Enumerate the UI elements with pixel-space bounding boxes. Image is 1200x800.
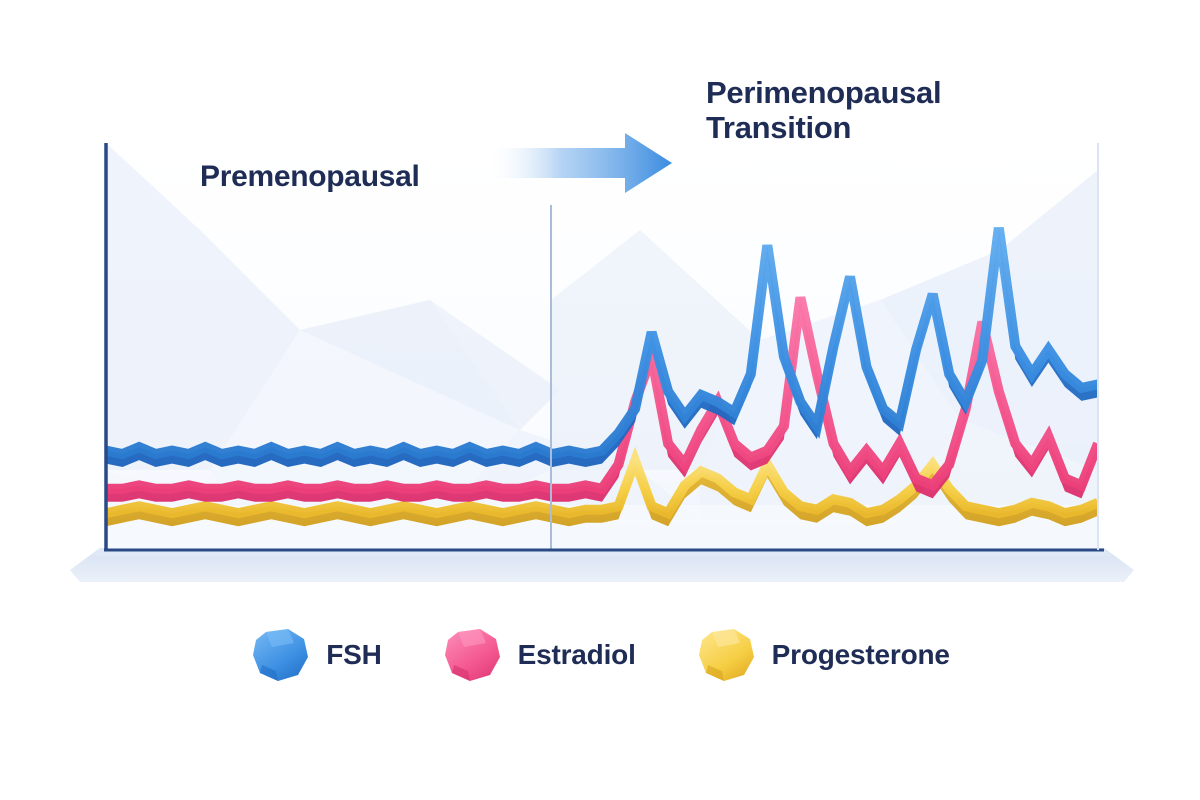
gem-icon: [698, 629, 754, 681]
legend-item-fsh[interactable]: FSH: [250, 627, 382, 683]
legend-label: Progesterone: [771, 639, 950, 670]
perimenopausal-label: Perimenopausal Transition: [706, 75, 942, 145]
chart-legend: FSH Estradiol Progesterone: [0, 620, 1200, 690]
premenopausal-label: Premenopausal: [200, 160, 420, 193]
legend-label: Estradiol: [517, 639, 636, 670]
series-fsh: [106, 227, 1098, 467]
gem-icon: [444, 629, 500, 681]
series-layer: [106, 227, 1098, 527]
series-estradiol: [106, 296, 1098, 502]
gem-icon: [253, 629, 309, 681]
transition-arrow: [486, 133, 672, 193]
chart-axes: [104, 143, 1104, 552]
chart-pedestal: [70, 548, 1134, 582]
legend-item-estradiol[interactable]: Estradiol: [442, 627, 636, 683]
legend-item-progesterone[interactable]: Progesterone: [696, 627, 950, 683]
legend-label: FSH: [326, 639, 382, 670]
series-progesterone: [106, 446, 1098, 527]
